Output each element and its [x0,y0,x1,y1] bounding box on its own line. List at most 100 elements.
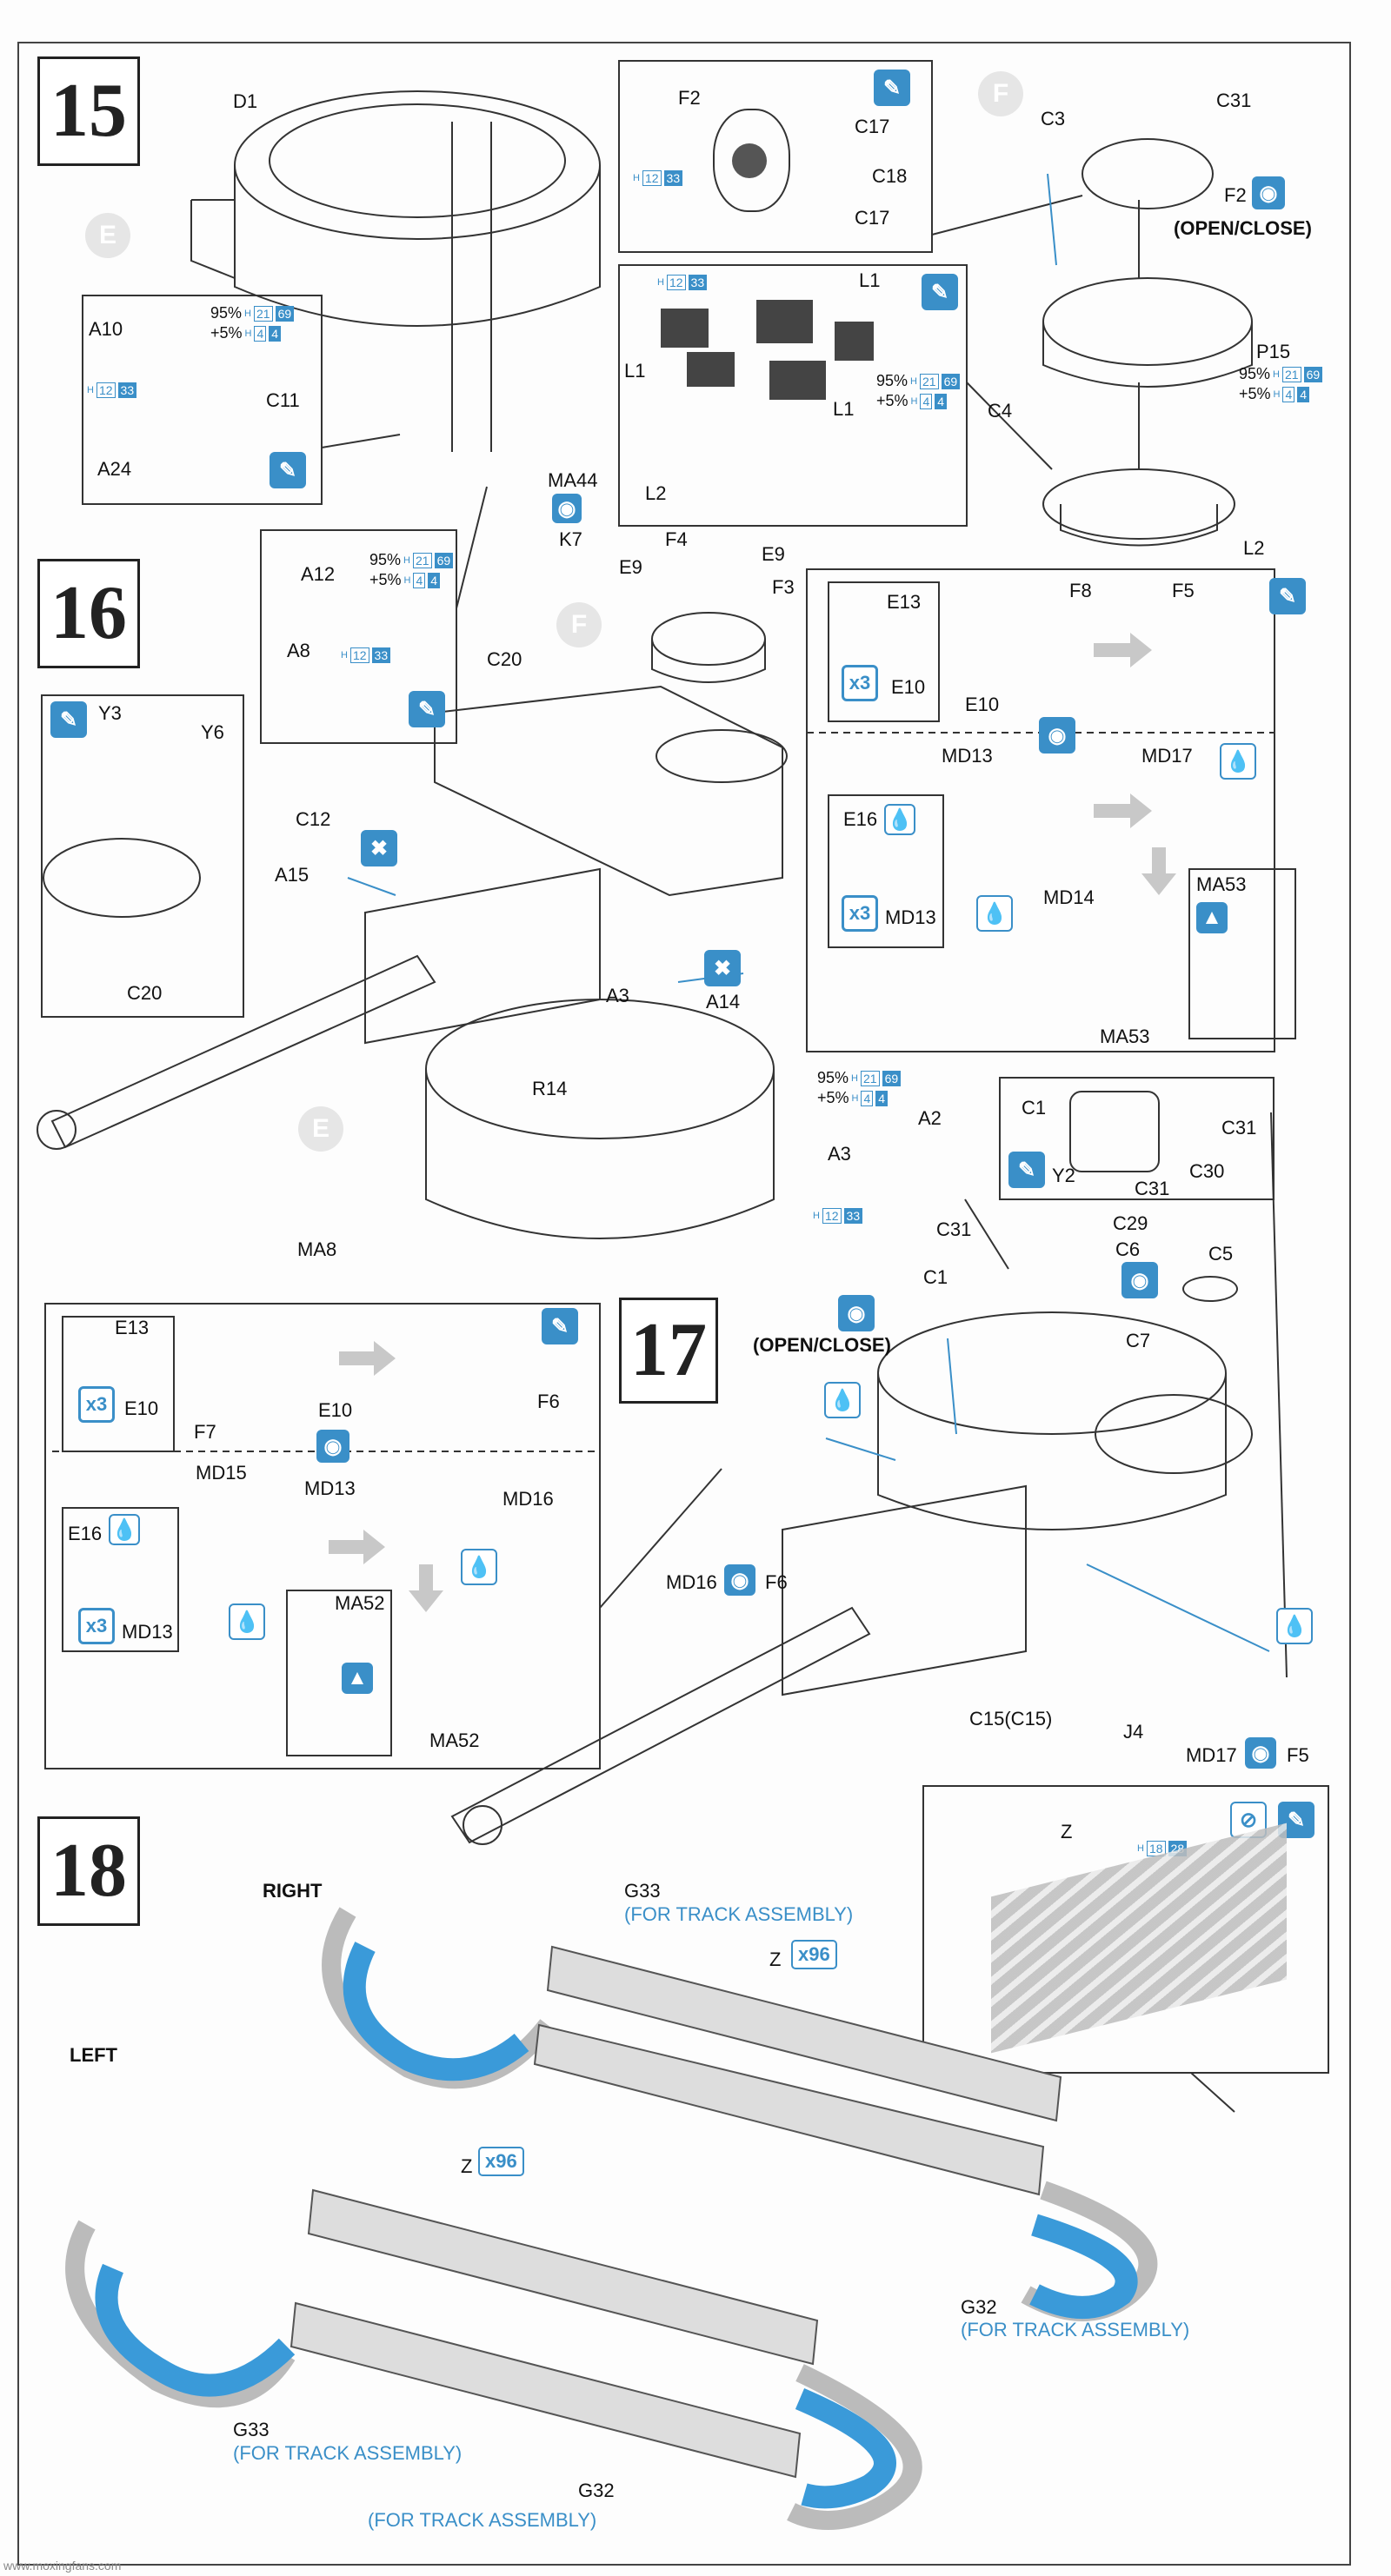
part-label: C4 [988,400,1013,422]
block-l1-drawing [687,352,735,387]
part-label: MD13 [942,745,993,767]
quantity-x3-badge: x3 [78,1386,115,1423]
step-number-17: 17 [619,1298,718,1404]
part-label: C31 [1135,1178,1170,1199]
part-label: E10 [965,694,1000,715]
assembly-note: (FOR TRACK ASSEMBLY) [961,2319,1190,2340]
part-label: MD16 [502,1488,554,1510]
part-label: MD13 [304,1477,356,1499]
part-label: MA52 [335,1592,385,1614]
part-label: Y3 [98,702,122,724]
part-label: A24 [97,458,132,480]
part-label: MA52 [429,1730,480,1751]
part-label: Z [1061,1821,1073,1842]
open-close-icon: ◉ [1252,176,1285,209]
part-label: Y6 [201,721,224,743]
part-label: MA8 [297,1238,337,1260]
paint-brush-icon: ✎ [874,70,910,106]
paint-brush-icon: ✎ [270,452,306,488]
part-label: C15(C15) [969,1708,1053,1730]
sprue-e-marker-icon: E [298,1106,343,1152]
open-close-icon: ◉ [552,494,582,523]
part-label: E10 [891,676,926,698]
part-label: G33 [233,2419,270,2440]
sprue-f-marker-icon: F [556,602,602,647]
part-label: C1 [923,1266,948,1288]
part-label: C17 [855,116,890,137]
part-label: MD17 [1186,1744,1237,1766]
part-label: A2 [918,1107,942,1129]
sprue-e-marker-icon: E [85,213,130,258]
part-label: MD13 [885,906,936,928]
part-label: F6 [537,1391,560,1412]
open-close-icon: ◉ [838,1295,875,1331]
side-label-right: RIGHT [263,1880,323,1902]
part-label: F8 [1069,580,1092,601]
quantity-x3-badge: x3 [842,895,878,932]
part-label: F5 [1172,580,1195,601]
open-close-icon: ◉ [1121,1262,1158,1298]
open-close-note: (OPEN/CLOSE) [1174,217,1312,239]
glue-icon: ✖ [704,950,741,986]
step-number-16: 16 [37,559,140,668]
part-label: L1 [859,269,881,291]
open-close-icon: ◉ [316,1430,349,1463]
part-label: K7 [559,528,582,550]
part-label: A15 [275,864,309,886]
paint-brush-icon: ✎ [50,701,87,738]
part-label: E10 [318,1399,353,1421]
paint-brush-icon: ✎ [409,691,445,727]
part-label: C11 [266,389,300,411]
paint-brush-icon: ✎ [922,274,958,310]
quantity-x3-badge: x3 [842,665,878,701]
part-label: C6 [1115,1238,1141,1260]
assembly-note: (FOR TRACK ASSEMBLY) [233,2442,463,2464]
part-label: C20 [127,982,163,1004]
part-label: E10 [124,1398,159,1419]
paint-drop-icon: 💧 [229,1603,265,1640]
hatch-c1-drawing [1069,1091,1160,1172]
paint-brush-icon: ✎ [542,1308,578,1344]
part-label: C12 [296,808,331,830]
side-label-left: LEFT [70,2044,117,2066]
part-label: E9 [762,543,785,565]
part-label: E16 [843,808,878,830]
part-label: D1 [233,90,258,112]
part-label: C20 [487,648,522,670]
block-l1-drawing [835,322,874,361]
part-label: MA53 [1100,1026,1150,1047]
paint-drop-icon: 💧 [884,804,915,835]
paint-brush-icon: ✎ [1008,1152,1045,1188]
part-label: F4 [665,528,688,550]
part-label: MD16 [666,1571,717,1593]
open-close-icon: ◉ [1039,717,1075,754]
part-label: C29 [1113,1212,1148,1234]
glue-icon: ✖ [361,830,397,866]
part-label: J4 [1123,1721,1144,1743]
part-label: MA53 [1196,873,1247,895]
bend-arrow-icon: ▲ [342,1663,373,1694]
watermark-text: www.moxingfans.com [3,2559,122,2573]
block-l1-drawing [661,309,709,348]
open-close-icon: ◉ [724,1564,755,1596]
step-number-18: 18 [37,1816,140,1926]
open-close-icon: ◉ [1245,1737,1276,1769]
part-label: F2 [1224,184,1247,206]
part-label: C31 [1216,90,1252,111]
quantity-x96-badge: x96 [478,2147,524,2176]
part-label: F3 [772,576,795,598]
part-label: R14 [532,1078,568,1099]
part-label: C18 [872,165,908,187]
part-label: C31 [1221,1117,1257,1139]
part-label: Z [461,2155,473,2177]
part-label: C17 [855,207,890,229]
part-label: F5 [1287,1744,1309,1766]
block-l1-drawing [756,300,813,343]
